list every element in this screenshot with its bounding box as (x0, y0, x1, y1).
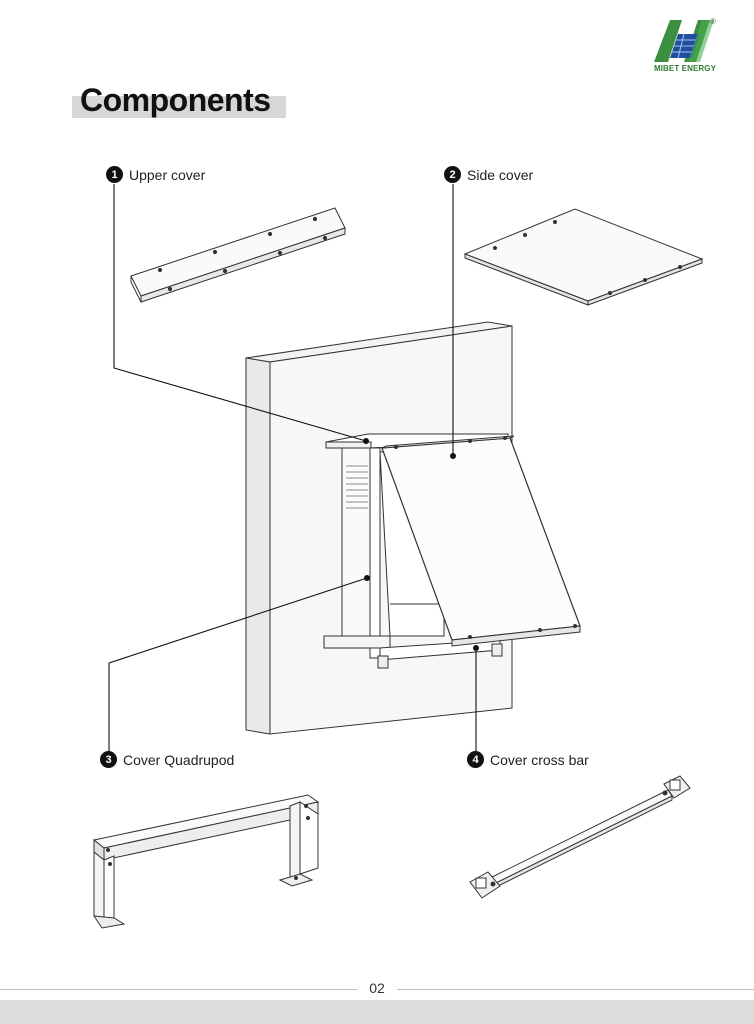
section-heading: Components (72, 82, 286, 118)
callout-lines (108, 184, 477, 752)
number-badge: 3 (100, 751, 117, 768)
page-number: 02 (357, 980, 397, 996)
brand-name: MIBET ENERGY (653, 64, 717, 73)
component-label-side-cover: 2 Side cover (444, 166, 533, 183)
page-title: Components (80, 82, 271, 118)
upper-cover-drawing (130, 207, 346, 303)
component-label-text: Cover Quadrupod (123, 751, 235, 768)
component-label-text: Upper cover (129, 166, 206, 183)
component-label-text: Cover cross bar (490, 751, 589, 768)
component-label-cover-quadrupod: 3 Cover Quadrupod (100, 751, 234, 768)
component-label-text: Side cover (467, 166, 534, 183)
svg-text:®: ® (710, 17, 716, 26)
heading-underline-bar (72, 96, 286, 118)
component-label-upper-cover: 1 Upper cover (106, 166, 205, 183)
footer-band (0, 1000, 754, 1024)
side-cover-drawing (463, 208, 704, 306)
number-badge: 4 (467, 751, 484, 768)
cabinet-drawing (323, 433, 581, 669)
cross-bar-drawing (469, 775, 691, 899)
quadrupod-drawing (92, 794, 320, 929)
component-label-cover-cross-bar: 4 Cover cross bar (467, 751, 589, 768)
number-badge: 1 (106, 166, 123, 183)
mibet-energy-logo: ® (654, 17, 716, 62)
number-badge: 2 (444, 166, 461, 183)
